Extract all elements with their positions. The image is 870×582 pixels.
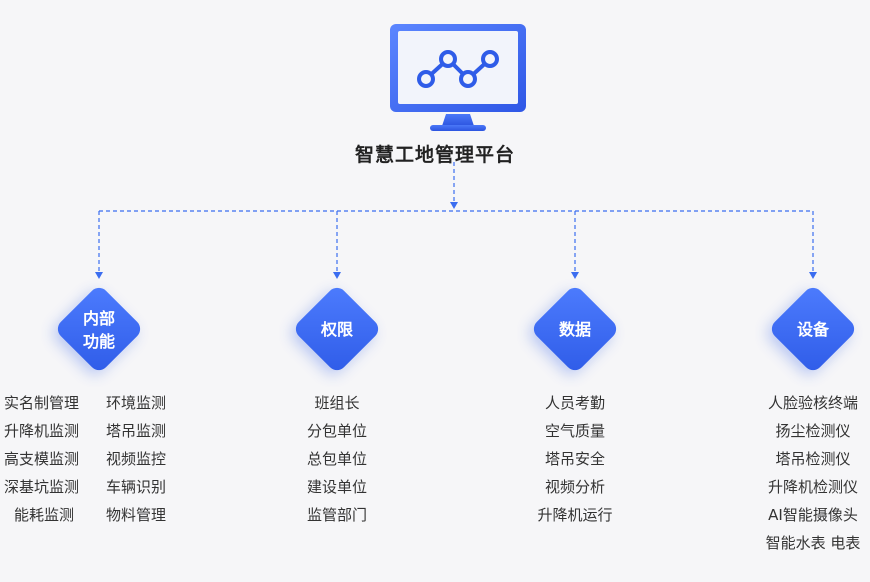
- category-label-data: 数据: [558, 320, 591, 339]
- list-item: 车辆识别: [106, 478, 167, 496]
- arrow-down-icon: [95, 272, 103, 279]
- monitor-chart-icon: [388, 22, 528, 137]
- list-item: 分包单位: [306, 422, 367, 440]
- list-item: 智能水表 电表: [765, 534, 861, 552]
- arrow-down-icon: [571, 272, 579, 279]
- list-item: 升降机运行: [537, 506, 613, 524]
- arrow-down-icon: [333, 272, 341, 279]
- category-label-internal: 内部 功能: [49, 307, 149, 353]
- list-item: 升降机监测: [4, 422, 80, 440]
- category-label-line: 内部: [82, 309, 115, 328]
- list-item: 塔吊安全: [544, 450, 605, 468]
- list-item: 班组长: [314, 394, 360, 412]
- arrow-down-icon: [450, 202, 458, 209]
- list-item: 塔吊检测仪: [775, 450, 851, 468]
- list-item: 人脸验核终端: [767, 394, 858, 412]
- list-item: 空气质量: [544, 422, 605, 440]
- list-item: 视频监控: [106, 450, 167, 468]
- category-items-data: 人员考勤 空气质量 塔吊安全 视频分析 升降机运行: [515, 391, 635, 531]
- list-item: 升降机检测仪: [767, 478, 858, 496]
- list-item: AI智能摄像头: [768, 506, 858, 524]
- category-label-line: 功能: [82, 332, 115, 351]
- list-item: 深基坑监测: [4, 478, 80, 496]
- list-item: 视频分析: [544, 478, 605, 496]
- category-label-devices: 设备: [796, 320, 829, 339]
- category-items-devices: 人脸验核终端 扬尘检测仪 塔吊检测仪 升降机检测仪 AI智能摄像头 智能水表 电…: [753, 391, 870, 559]
- list-item: 建设单位: [306, 478, 367, 496]
- category-label-permissions: 权限: [320, 320, 353, 339]
- category-items-internal-col2: 环境监测 塔吊监测 视频监控 车辆识别 物料管理: [106, 391, 186, 531]
- platform-title: 智慧工地管理平台: [354, 144, 515, 166]
- category-items-permissions: 班组长 分包单位 总包单位 建设单位 监管部门: [277, 391, 397, 531]
- list-item: 扬尘检测仪: [775, 422, 851, 440]
- arrow-down-icon: [809, 272, 817, 279]
- list-item: 塔吊监测: [106, 422, 167, 440]
- list-item: 实名制管理: [4, 394, 80, 412]
- list-item: 环境监测: [106, 394, 167, 412]
- list-item: 高支模监测: [4, 450, 80, 468]
- category-items-internal-col1: 实名制管理 升降机监测 高支模监测 深基坑监测 能耗监测: [4, 391, 94, 531]
- list-item: 监管部门: [306, 506, 367, 524]
- list-item: 总包单位: [306, 450, 367, 468]
- list-item: 物料管理: [106, 506, 167, 524]
- list-item: 能耗监测: [14, 506, 75, 524]
- list-item: 人员考勤: [544, 394, 605, 412]
